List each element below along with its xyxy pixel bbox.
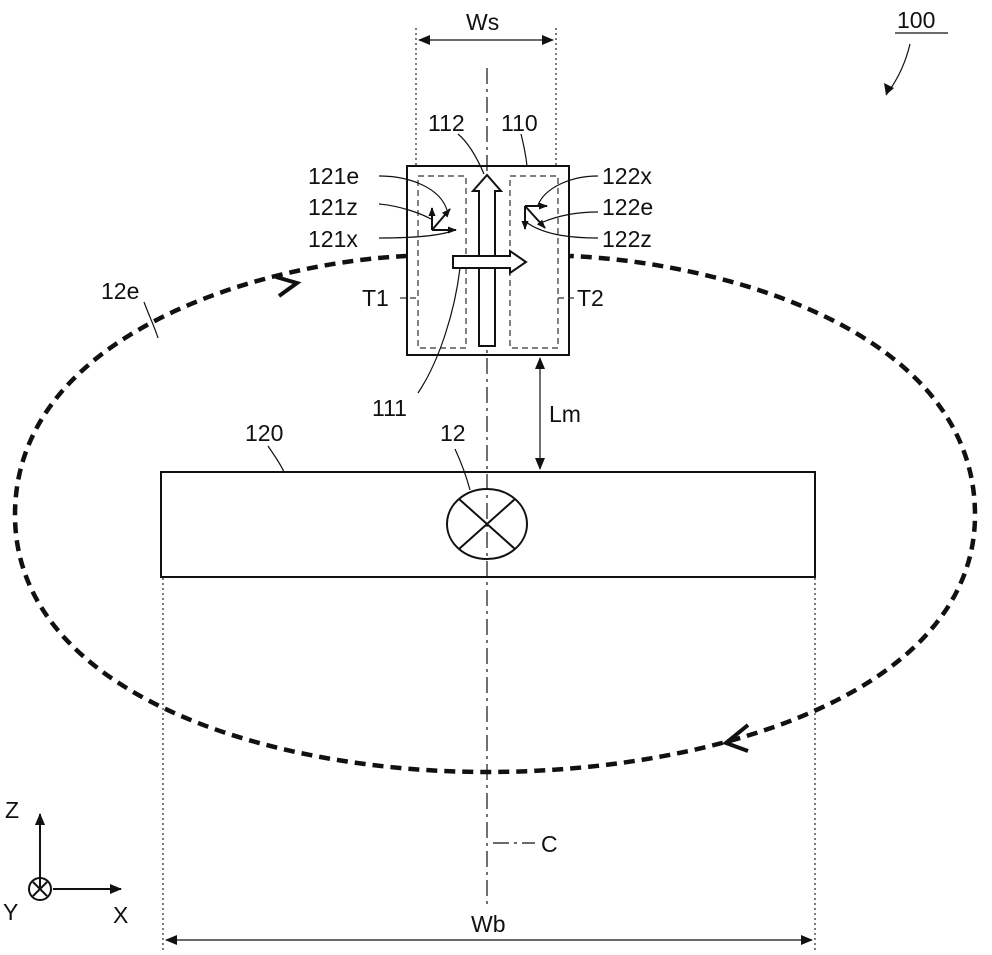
field-leader	[143, 301, 159, 339]
label-c: C	[541, 831, 558, 857]
leader-112	[457, 133, 485, 175]
label-t2: T2	[577, 285, 604, 311]
label-112: 112	[428, 110, 465, 136]
label-122x: 122x	[602, 163, 652, 189]
label-100: 100	[897, 7, 935, 33]
label-122e: 122e	[602, 194, 653, 220]
axis-label-x: X	[113, 902, 128, 928]
label-t1: T1	[362, 285, 389, 311]
y-axis-into-page-icon	[28, 877, 52, 901]
ws-label: Ws	[466, 9, 499, 35]
leader-122x	[537, 175, 599, 206]
field-direction-arrow-bottom	[722, 723, 750, 753]
label-111: 111	[372, 395, 407, 421]
leader-100-arrowhead	[884, 83, 894, 95]
label-122z: 122z	[602, 226, 652, 252]
conductor-bus-bar	[160, 471, 816, 578]
field-label: 12e	[101, 278, 139, 304]
current-into-page-icon	[446, 488, 528, 560]
sensor-package	[406, 165, 570, 356]
magnetic-field-loop	[12, 253, 978, 775]
label-121z: 121z	[308, 194, 358, 220]
wb-label: Wb	[471, 911, 506, 937]
leader-122z	[525, 221, 599, 239]
vector-121e	[431, 208, 451, 231]
label-110: 110	[501, 110, 538, 136]
sensitivity-arrow-111	[452, 249, 528, 275]
leader-121x	[378, 230, 453, 239]
field-direction-arrow-top	[275, 275, 302, 298]
vector-122e	[524, 205, 546, 229]
leader-110	[520, 133, 528, 167]
leader-120	[267, 445, 285, 473]
leader-111	[417, 267, 461, 394]
leader-12	[454, 448, 471, 491]
leader-121z	[378, 203, 432, 220]
leader-122e	[542, 211, 599, 223]
label-120: 120	[245, 420, 283, 446]
lm-label: Lm	[549, 401, 581, 427]
label-121x: 121x	[308, 226, 358, 252]
leader-121e	[378, 175, 448, 211]
coordinate-axes	[28, 813, 122, 901]
label-121e: 121e	[308, 163, 359, 189]
label-12: 12	[440, 420, 466, 446]
axis-label-z: Z	[5, 797, 19, 823]
axis-label-y: Y	[3, 899, 18, 925]
